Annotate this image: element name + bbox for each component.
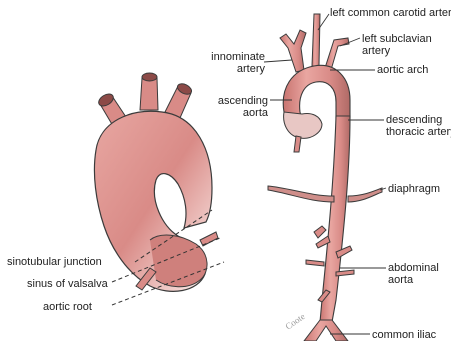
label-innominate: innominate artery: [205, 51, 265, 75]
enlarged-right-coronary: [200, 232, 218, 246]
diaphragm-shape: [268, 186, 382, 202]
label-common-iliac: common iliac: [372, 329, 436, 341]
artist-signature: Coote: [283, 311, 306, 332]
label-aortic-arch: aortic arch: [377, 64, 428, 76]
common-iliac-shape: [304, 320, 348, 341]
label-aortic-root: aortic root: [43, 301, 92, 313]
full-aorta: Coote: [268, 14, 382, 341]
label-left-common-carotid: left common carotid artery: [330, 7, 451, 19]
label-descending-thoracic: descending thoracic artery: [386, 114, 451, 138]
label-ascending-aorta: ascending aorta: [200, 95, 268, 119]
label-sinotubular-junction: sinotubular junction: [7, 256, 102, 268]
label-sinus-of-valsalva: sinus of valsalva: [27, 278, 108, 290]
arch-branches: [280, 14, 349, 72]
ascending-aorta-root: [284, 112, 322, 138]
label-left-subclavian: left subclavian artery: [362, 33, 432, 57]
label-diaphragm: diaphragm: [388, 183, 440, 195]
label-abdominal-aorta: abdominal aorta: [388, 262, 439, 286]
root-small-branch: [294, 136, 301, 152]
